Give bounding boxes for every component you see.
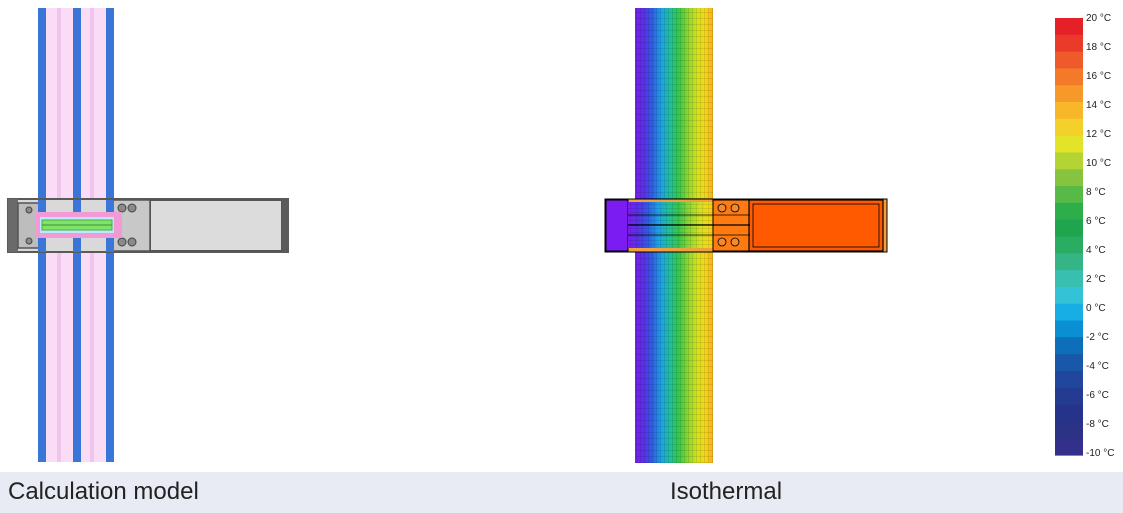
- scale-band: [1055, 286, 1083, 305]
- scale-band: [1055, 421, 1083, 439]
- scale-band: [1055, 370, 1083, 389]
- scale-label: -4 °C: [1086, 361, 1109, 372]
- scale-band: [1055, 118, 1083, 137]
- scale-band: [1055, 354, 1083, 372]
- scale-band: [1055, 404, 1083, 422]
- scale-band: [1055, 438, 1083, 456]
- glass-edge-2: [73, 200, 81, 212]
- scale-label: 10 °C: [1086, 158, 1112, 169]
- iso-gasket: [717, 203, 727, 213]
- glass-edge-1: [38, 238, 46, 252]
- scale-label: 20 °C: [1086, 13, 1112, 24]
- glass-edge-3: [106, 200, 114, 212]
- iso-warm-panel: [748, 199, 884, 252]
- scale-band: [1055, 51, 1083, 70]
- gasket: [127, 237, 137, 247]
- scale-band: [1055, 102, 1083, 120]
- scale-label: -2 °C: [1086, 332, 1109, 343]
- glass-edge-3: [106, 238, 114, 252]
- iso-gasket: [730, 237, 740, 247]
- scale-label: 0 °C: [1086, 303, 1106, 314]
- scale-label: 6 °C: [1086, 216, 1106, 227]
- temperature-scale: [1055, 18, 1083, 456]
- scale-band: [1055, 169, 1083, 187]
- scale-label: -6 °C: [1086, 390, 1109, 401]
- end-cap: [8, 199, 18, 252]
- gasket: [25, 237, 33, 245]
- scale-band: [1055, 236, 1083, 254]
- scale-band: [1055, 135, 1083, 154]
- gasket: [117, 237, 127, 247]
- glass-edge-2: [73, 238, 81, 252]
- scale-label: 16 °C: [1086, 71, 1112, 82]
- scale-label: 8 °C: [1086, 187, 1106, 198]
- scale-band: [1055, 34, 1083, 53]
- scale-band: [1055, 219, 1083, 238]
- calculation-model-drawing: [7, 8, 289, 462]
- scale-band: [1055, 68, 1083, 86]
- scale-label: 12 °C: [1086, 129, 1112, 140]
- scale-band: [1055, 303, 1083, 322]
- scale-band: [1055, 387, 1083, 406]
- scale-label: -8 °C: [1086, 419, 1109, 430]
- caption-isothermal: Isothermal: [670, 478, 783, 505]
- isothermal-drawing: [604, 8, 888, 463]
- scale-band: [1055, 85, 1083, 103]
- scale-label: 2 °C: [1086, 274, 1106, 285]
- caption-calculation-model: Calculation model: [8, 478, 199, 505]
- gasket: [117, 203, 127, 213]
- iso-warm-panel-inner: [752, 203, 880, 248]
- scale-band: [1055, 320, 1083, 338]
- scale-label: 14 °C: [1086, 100, 1112, 111]
- caption-bar: [0, 472, 1123, 513]
- scale-band: [1055, 253, 1083, 271]
- scale-label: 4 °C: [1086, 245, 1106, 256]
- scale-band: [1055, 337, 1083, 355]
- iso-cold-end: [605, 199, 629, 252]
- scale-band: [1055, 202, 1083, 221]
- scale-band: [1055, 18, 1083, 36]
- glass-edge-1: [38, 200, 46, 212]
- gasket: [25, 206, 33, 214]
- panel-end: [282, 199, 288, 252]
- scale-band: [1055, 186, 1083, 204]
- iso-gasket: [730, 203, 740, 213]
- scale-band: [1055, 270, 1083, 288]
- scale-label: 18 °C: [1086, 42, 1112, 53]
- scale-label: -10 °C: [1086, 448, 1115, 459]
- iso-gasket: [717, 237, 727, 247]
- scale-band: [1055, 152, 1083, 170]
- panel-box: [149, 199, 283, 252]
- gasket: [127, 203, 137, 213]
